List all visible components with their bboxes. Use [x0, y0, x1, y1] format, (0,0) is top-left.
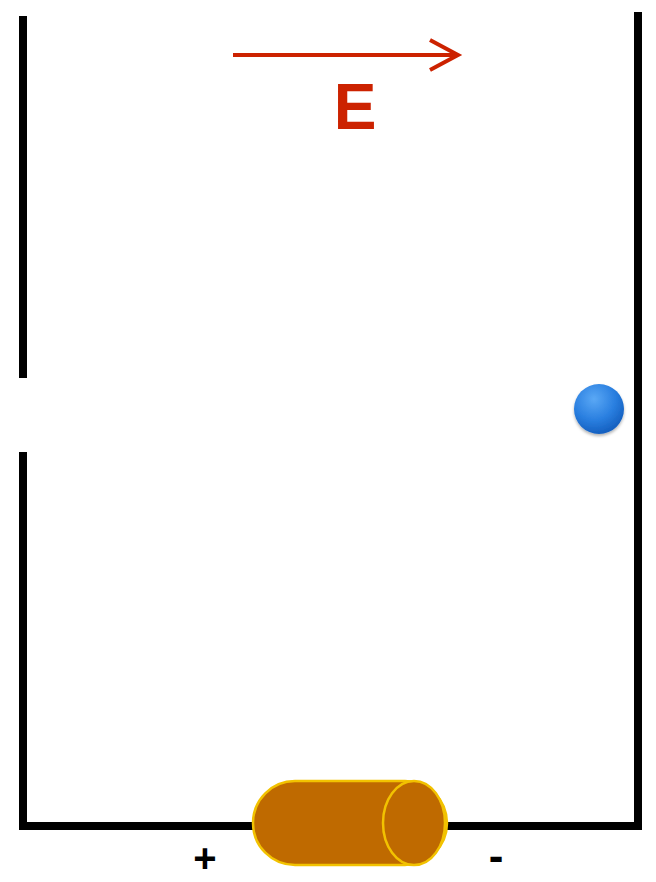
left-plate-lower	[19, 452, 27, 830]
polarity-label: +	[193, 838, 216, 878]
wire-right	[444, 822, 642, 830]
charged-ball	[574, 384, 624, 434]
battery-symbol	[253, 781, 447, 865]
right-plate	[634, 12, 642, 830]
left-plate-upper	[19, 16, 27, 378]
polarity-label: -	[489, 834, 504, 878]
field-label: E	[334, 75, 377, 139]
wire-left	[19, 822, 256, 830]
field-arrow	[233, 40, 458, 70]
